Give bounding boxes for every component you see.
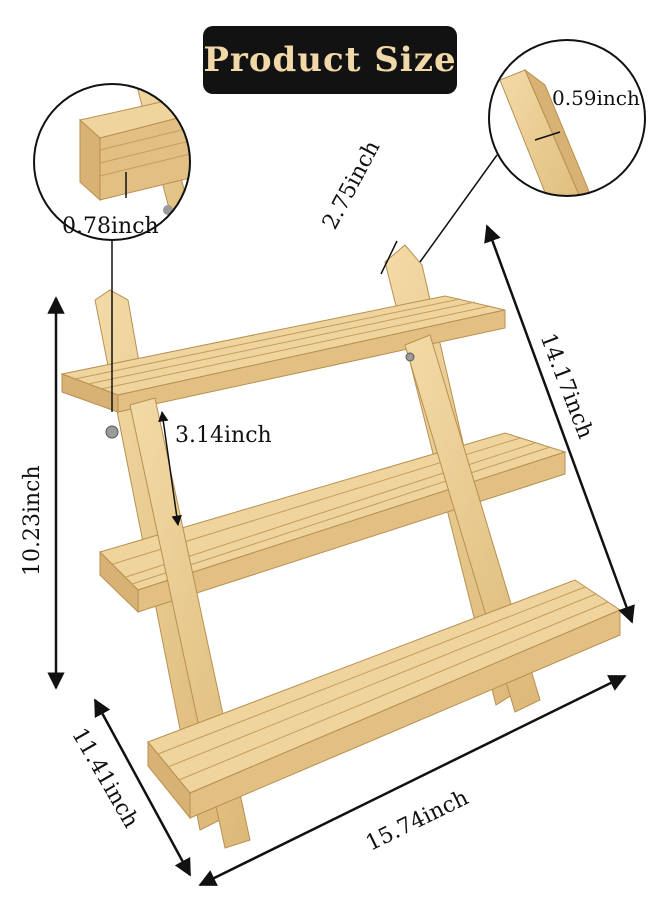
product-size-title-box: Product Size	[203, 26, 457, 94]
height-label: 10.23inch	[20, 465, 45, 576]
page-title: Product Size	[203, 40, 457, 80]
board-thickness-label: 0.78inch	[62, 214, 159, 239]
shelf-gap-arrow	[158, 410, 182, 527]
shelf-gap-label: 3.14inch	[175, 423, 272, 448]
leg-width-arrow	[380, 240, 398, 275]
dimension-arrows	[47, 224, 635, 887]
width-arrow	[198, 674, 627, 887]
top-shelf	[60, 295, 506, 413]
slant-arrow	[484, 224, 635, 624]
leg-thickness-label: 0.59inch	[552, 86, 640, 110]
depth-arrow	[93, 698, 192, 877]
screw-detail	[105, 352, 415, 439]
